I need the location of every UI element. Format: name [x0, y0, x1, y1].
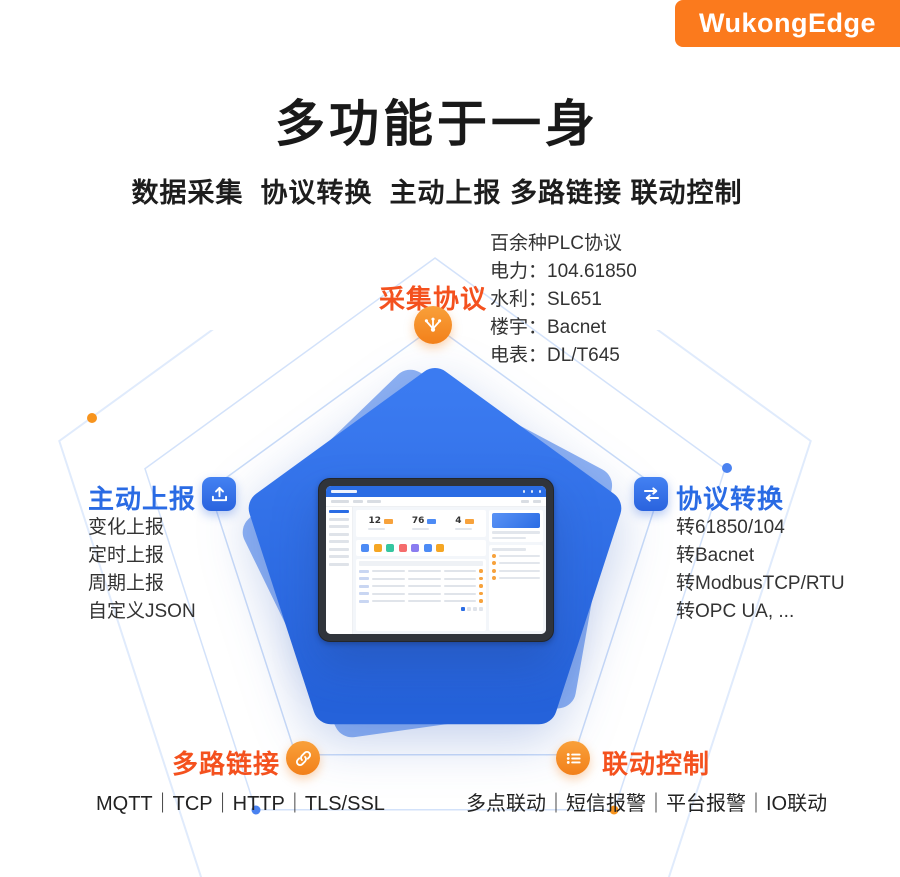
mini-sidebar [326, 507, 353, 634]
feature-label-links: 多路链接 [172, 749, 281, 779]
detail-line: 楼宇：Bacnet [490, 317, 607, 338]
mini-stat: 4 [455, 516, 474, 530]
mini-app-grid [356, 540, 486, 556]
device-screen: 12 76 4 [326, 486, 546, 634]
mini-table-row [359, 569, 483, 574]
page-subtitle: 数据采集 协议转换 主动上报 多路链接 联动控制 [131, 178, 743, 208]
orange-dot [87, 413, 97, 423]
detail-line: 水利：SL651 [490, 289, 602, 310]
mini-panel-list [489, 545, 543, 631]
detail-line: 电表：DL/T645 [490, 345, 620, 366]
mini-table [356, 559, 486, 631]
mini-topbar-dot [522, 490, 525, 493]
orange-dot [609, 805, 619, 815]
detail-line: 电力：104.61850 [490, 261, 637, 282]
mini-table-row [359, 576, 483, 581]
detail-line: 自定义JSON [88, 601, 196, 622]
upload-tray-icon [202, 477, 236, 511]
stat-value: 4 [455, 516, 462, 526]
blue-dot [251, 805, 261, 815]
mini-table-header [359, 561, 483, 566]
swap-arrows-icon [634, 477, 668, 511]
mini-main: 12 76 4 [353, 507, 489, 634]
feature-label-convert: 协议转换 [676, 484, 785, 514]
detail-line: 百余种PLC协议 [490, 233, 622, 254]
report-detail-list: 变化上报 定时上报 周期上报 自定义JSON [88, 514, 196, 626]
mini-table-row [359, 599, 483, 604]
mini-right-panel [489, 507, 546, 634]
chain-link-icon [286, 741, 320, 775]
mini-topbar [326, 486, 546, 497]
blue-dot [722, 463, 732, 473]
mini-stats: 12 76 4 [356, 510, 486, 537]
list-control-icon [556, 741, 590, 775]
mini-pagination [359, 606, 483, 612]
mini-toolbar [326, 497, 546, 507]
detail-line: 转61850/104 [676, 517, 785, 538]
page-title: 多功能于一身 [275, 96, 599, 152]
convert-detail-list: 转61850/104 转Bacnet 转ModbusTCP/RTU 转OPC U… [676, 514, 845, 626]
stat-value: 12 [368, 516, 381, 526]
stat-value: 76 [411, 516, 425, 526]
detail-line: 定时上报 [88, 545, 165, 566]
mini-table-row [359, 584, 483, 589]
detail-line: 转Bacnet [676, 545, 755, 566]
mini-stat: 76 [411, 516, 437, 530]
mini-body: 12 76 4 [326, 507, 546, 634]
links-detail-line: MQTT｜TCP｜HTTP｜TLS/SSL [96, 793, 385, 815]
panel-banner [492, 513, 540, 528]
mini-logo [331, 489, 357, 494]
feature-label-control: 联动控制 [602, 749, 711, 779]
control-detail-line: 多点联动｜短信报警｜平台报警｜IO联动 [466, 793, 828, 815]
detail-line: 转OPC UA, ... [676, 601, 795, 622]
mini-topbar-dot [538, 490, 541, 493]
mini-panel-card [489, 510, 543, 542]
device-mockup: 12 76 4 [318, 478, 554, 642]
mini-table-row [359, 591, 483, 596]
mini-stat: 12 [368, 517, 393, 530]
mini-sidebar-item-active [329, 510, 349, 513]
brand-badge: WukongEdge [675, 0, 900, 47]
detail-line: 变化上报 [88, 517, 165, 538]
collect-detail-list: 百余种PLC协议 电力：104.61850 水利：SL651 楼宇：Bacnet… [490, 230, 637, 370]
collect-hub-icon [414, 306, 452, 344]
feature-label-report: 主动上报 [88, 484, 197, 514]
mini-topbar-dot [530, 490, 533, 493]
detail-line: 转ModbusTCP/RTU [676, 573, 845, 594]
detail-line: 周期上报 [88, 573, 165, 594]
